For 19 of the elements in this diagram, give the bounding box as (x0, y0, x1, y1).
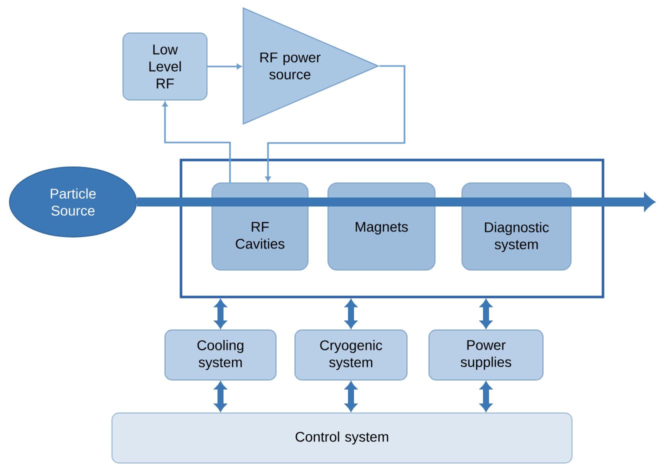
arrow (162, 102, 231, 182)
double-arrow (214, 299, 226, 329)
system-frame (180, 158, 604, 298)
subsystem-box: Cooling system (164, 330, 276, 380)
control-box: Control system (112, 412, 572, 464)
double-arrow (345, 381, 357, 412)
component-box: RF Cavities (212, 182, 308, 270)
arrow (208, 64, 242, 70)
double-arrow (480, 381, 492, 412)
beam-arrow (137, 194, 655, 210)
subsystem-box: Cryogenic system (294, 330, 408, 380)
double-arrow (345, 299, 357, 329)
double-arrow (214, 381, 226, 412)
component-box: Diagnostic system (462, 182, 572, 270)
subsystem-box: Power supplies (428, 330, 544, 380)
double-arrow (480, 299, 492, 329)
process-box: Low Level RF (122, 32, 208, 100)
arrow (265, 65, 406, 182)
component-box: Magnets (328, 182, 436, 270)
